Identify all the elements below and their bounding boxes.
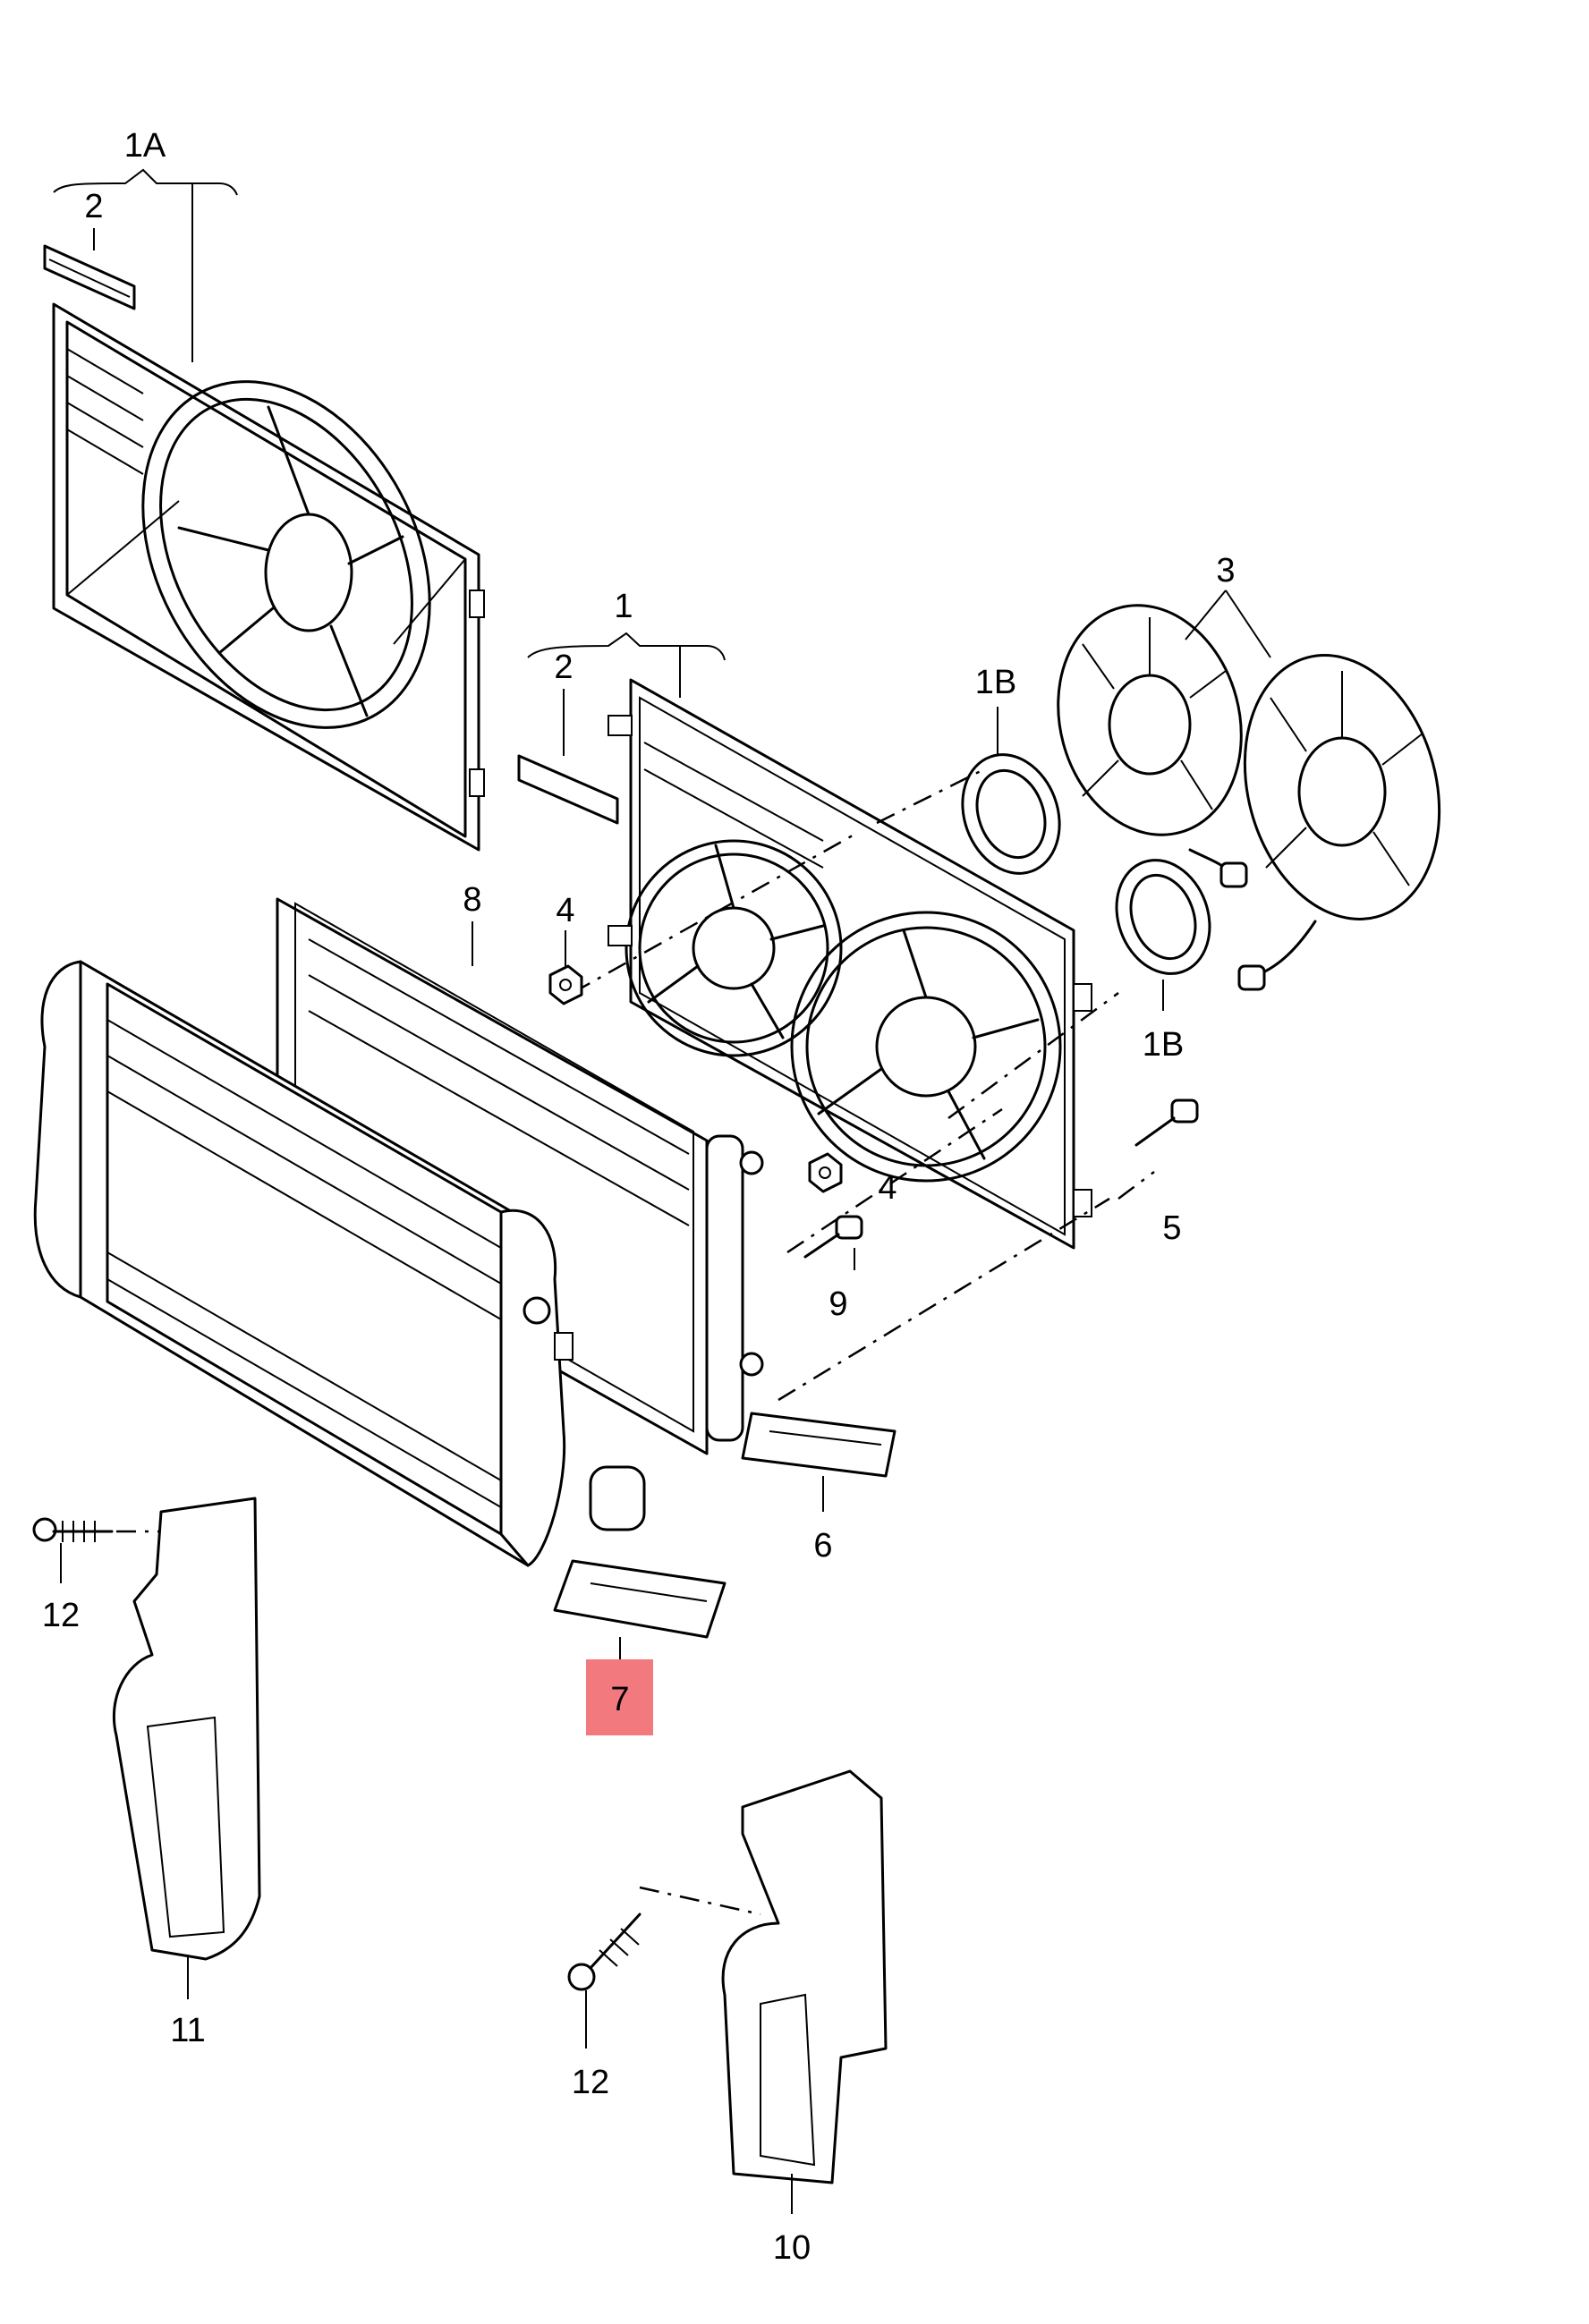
foam-strip-7 xyxy=(553,1559,727,1639)
fan-3-right xyxy=(1237,654,1441,991)
fan-shroud-1a xyxy=(52,302,485,852)
screw-12b xyxy=(567,1913,642,1991)
callout-2-top: 2 xyxy=(84,188,103,225)
nut-4-top xyxy=(548,964,583,1005)
callout-11: 11 xyxy=(170,2012,205,2049)
callout-10: 10 xyxy=(773,2229,811,2267)
screw-5 xyxy=(1134,1098,1199,1147)
intercooler-8 xyxy=(276,897,764,1455)
callout-2-center: 2 xyxy=(554,649,573,686)
callout-1a: 1A xyxy=(124,127,166,165)
callout-6: 6 xyxy=(813,1527,832,1565)
callout-brackets xyxy=(53,168,1271,2214)
highlight-box-7 xyxy=(586,1659,653,1735)
callout-1: 1 xyxy=(614,588,633,625)
fan-shroud-1 xyxy=(608,678,1092,1250)
callout-8: 8 xyxy=(463,881,481,919)
screw-12a xyxy=(32,1517,114,1542)
gasket-strip-2b xyxy=(517,754,619,825)
callout-7: 7 xyxy=(610,1681,629,1718)
screw-9 xyxy=(803,1215,863,1259)
nut-4-bottom xyxy=(808,1152,843,1193)
foam-strip-6 xyxy=(741,1412,896,1478)
radiator xyxy=(33,960,646,1567)
gasket-strip-2a xyxy=(43,244,136,310)
callout-12-left: 12 xyxy=(42,1597,80,1634)
fan-3-left xyxy=(1057,604,1248,888)
callout-12-bottom: 12 xyxy=(572,2064,609,2101)
callout-1b-top: 1B xyxy=(975,664,1016,701)
callout-3: 3 xyxy=(1216,552,1235,589)
callout-4-top: 4 xyxy=(556,892,574,929)
air-guide-11 xyxy=(112,1497,261,1961)
callout-1b-bottom: 1B xyxy=(1143,1026,1184,1064)
callout-9: 9 xyxy=(828,1285,847,1323)
callout-5: 5 xyxy=(1162,1209,1181,1247)
air-guide-10 xyxy=(721,1769,888,2184)
fan-ring-1b-bottom xyxy=(1115,859,1211,975)
callout-4-bottom: 4 xyxy=(878,1169,896,1207)
fan-ring-1b-top xyxy=(961,753,1061,875)
